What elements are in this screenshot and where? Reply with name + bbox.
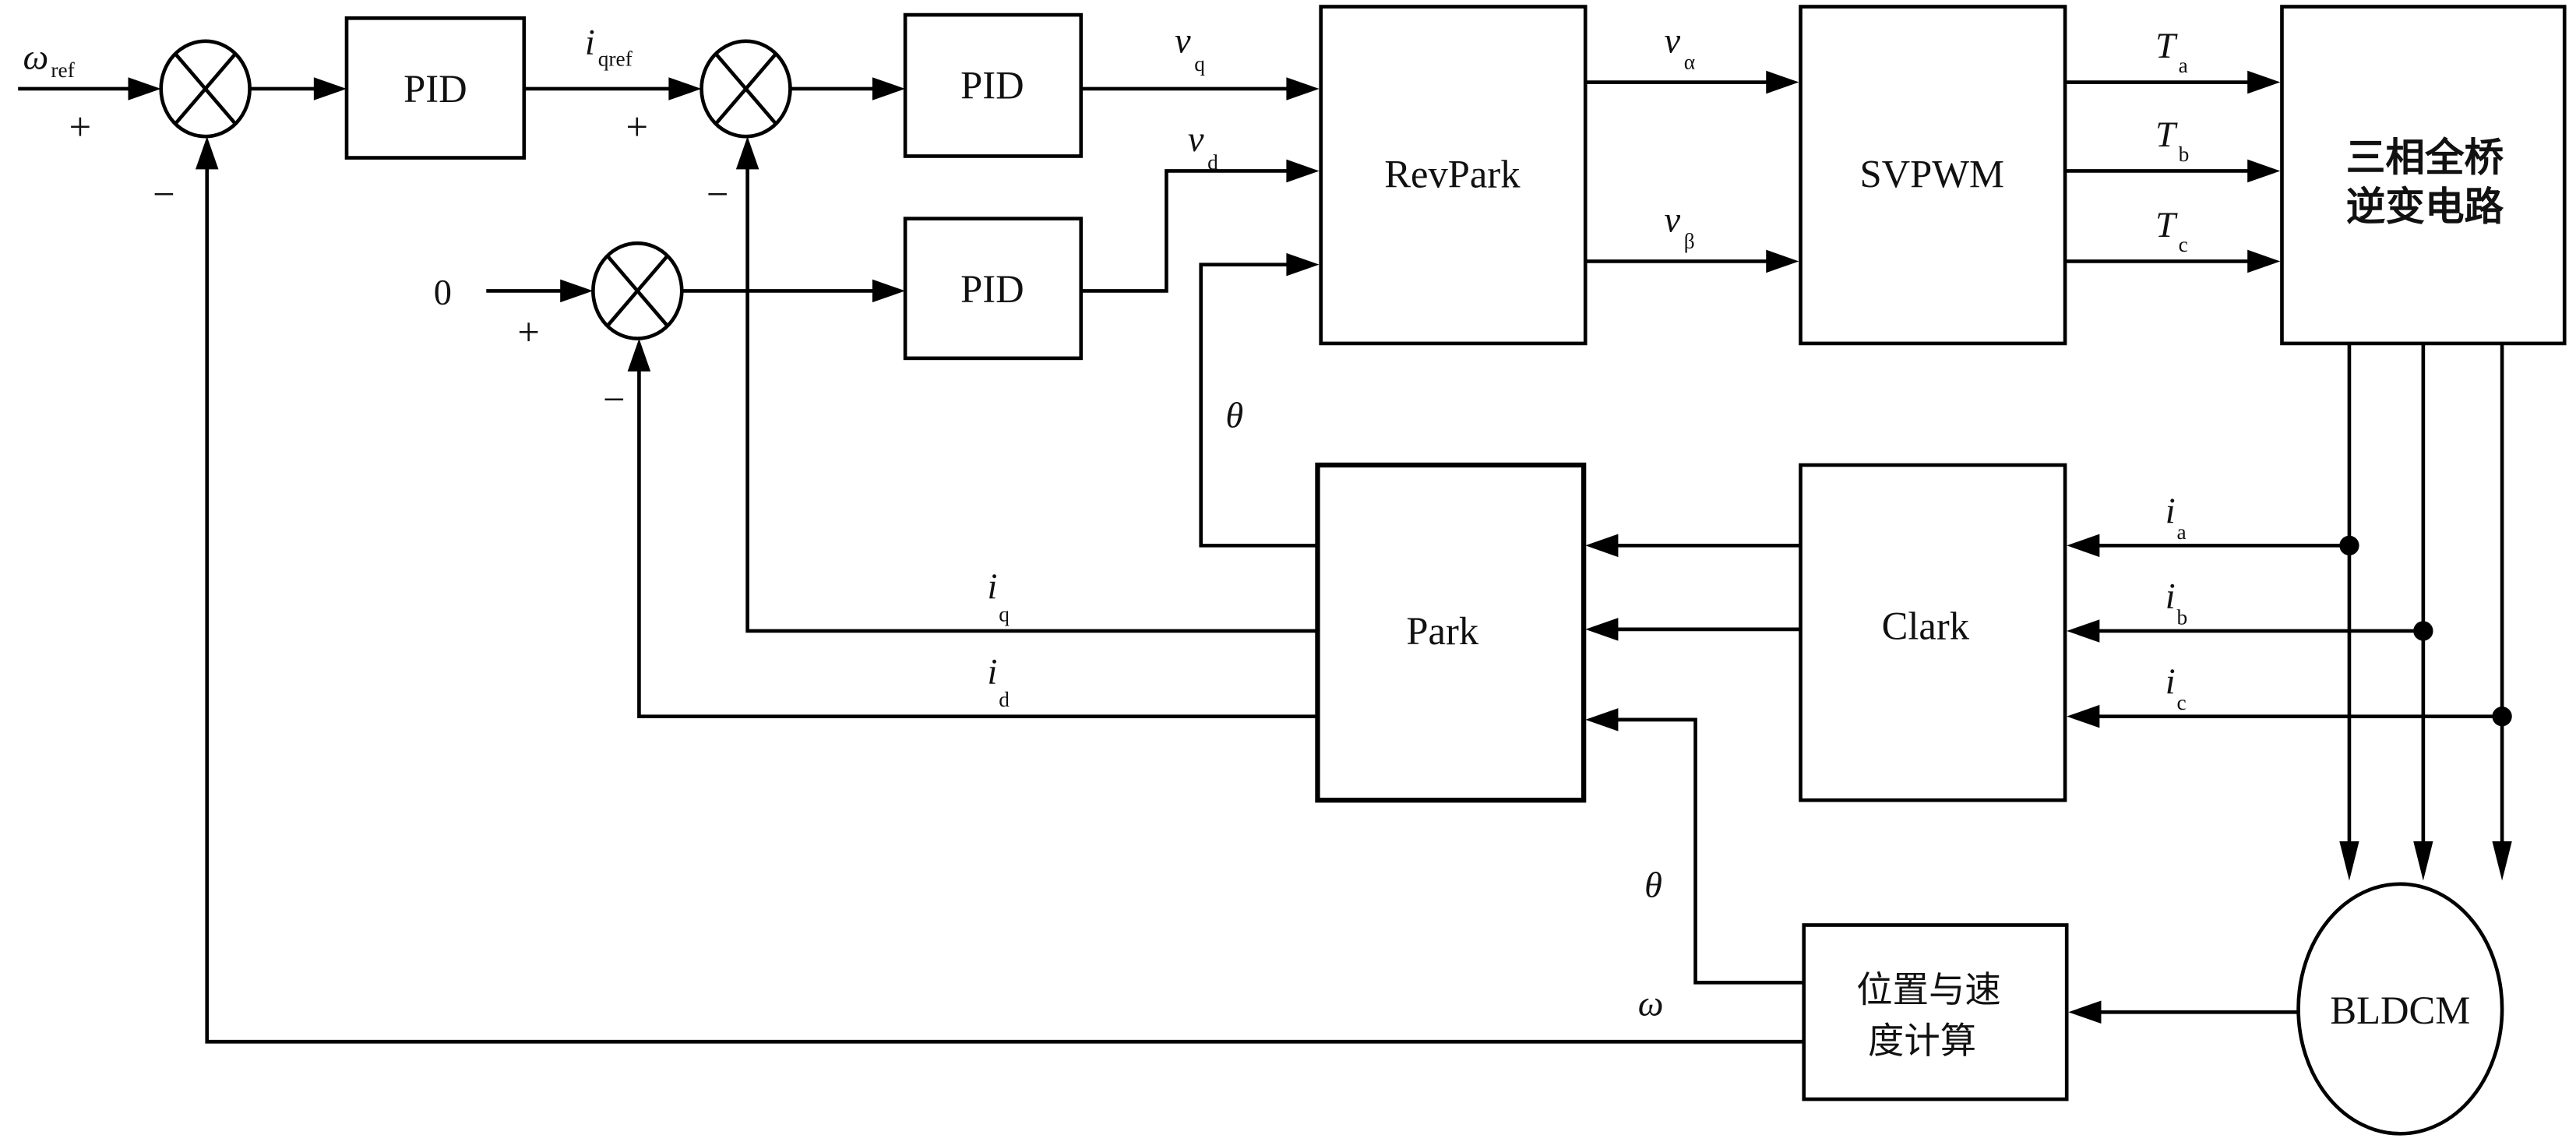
position-speed-label-line2: 度计算 [1868, 1020, 1976, 1062]
ia-main: i [2165, 492, 2176, 531]
signal-iq: i q [988, 567, 1010, 626]
tc-sub: c [2179, 233, 2188, 256]
signal-ib: i b [2165, 576, 2187, 629]
signal-ic: i c [2165, 662, 2187, 714]
sum-junction-speed [159, 39, 252, 139]
connections [18, 70, 2512, 1044]
ta-sub: a [2179, 54, 2188, 77]
position-speed-label-line1: 位置与速 [1856, 969, 2001, 1011]
pid-d-label: PID [960, 267, 1024, 311]
position-speed-block: 位置与速 度计算 [1802, 923, 2069, 1101]
svpwm-label: SVPWM [1859, 153, 2004, 196]
vq-sub: q [1194, 52, 1205, 76]
pid-speed-label: PID [403, 67, 467, 111]
inverter-label-line2: 逆变电路 [2346, 184, 2504, 230]
signal-tc: T c [2155, 206, 2188, 256]
iq-main: i [988, 567, 998, 607]
ib-main: i [2165, 576, 2176, 616]
zero-reference-label: 0 [434, 273, 452, 312]
sign-plus-speed: + [69, 104, 92, 148]
ta-main: T [2155, 26, 2178, 66]
clark-label: Clark [1882, 604, 1970, 648]
signal-vq: v q [1175, 22, 1205, 76]
sign-minus-q: − [707, 172, 729, 216]
tc-main: T [2155, 206, 2178, 245]
park-label: Park [1406, 609, 1478, 653]
pid-speed-block: PID [344, 16, 527, 160]
pid-d-block: PID [903, 217, 1084, 361]
sign-plus-d: + [517, 310, 540, 354]
omega-ref-main: ω [23, 38, 49, 78]
valpha-main: v [1664, 22, 1680, 62]
revpark-label: RevPark [1384, 153, 1521, 196]
park-block: Park [1315, 462, 1587, 803]
iq-sub: q [999, 602, 1010, 626]
signal-iqref: i qref [585, 23, 633, 71]
inverter-block: 三相全桥 逆变电路 [2280, 5, 2567, 346]
ia-sub: a [2176, 520, 2186, 544]
clark-block: Clark [1799, 463, 2067, 802]
inverter-label-line1: 三相全桥 [2346, 134, 2504, 180]
vd-sub: d [1207, 150, 1218, 174]
svpwm-block: SVPWM [1799, 5, 2067, 346]
id-main: i [988, 652, 998, 692]
theta-label-park: θ [1644, 866, 1662, 906]
omega-ref-sub: ref [51, 58, 75, 82]
signal-vbeta: v β [1664, 200, 1694, 252]
signal-ia: i a [2165, 492, 2187, 544]
signal-tb: T b [2155, 115, 2189, 166]
signal-vd: v d [1188, 120, 1218, 174]
theta-label-revpark: θ [1225, 396, 1243, 435]
valpha-sub: α [1684, 51, 1695, 74]
signal-ta: T a [2155, 26, 2188, 77]
revpark-block: RevPark [1319, 5, 1588, 346]
iqref-sub: qref [598, 47, 633, 70]
vbeta-main: v [1664, 200, 1680, 240]
signal-omega-ref: ω ref [23, 38, 76, 83]
sum-junction-d [591, 241, 684, 340]
signal-valpha: v α [1664, 22, 1695, 74]
sum-junction-q [700, 39, 792, 139]
id-sub: d [999, 688, 1010, 711]
vq-main: v [1175, 22, 1191, 62]
vbeta-sub: β [1684, 230, 1695, 253]
sign-minus-d: − [603, 377, 625, 421]
motor-label: BLDCM [2330, 989, 2470, 1032]
ic-main: i [2165, 662, 2176, 702]
omega-label: ω [1638, 984, 1664, 1024]
motor-bldcm: BLDCM [2296, 882, 2504, 1136]
iqref-main: i [585, 23, 595, 63]
sign-minus-speed: − [153, 172, 175, 216]
sign-plus-q: + [626, 104, 649, 148]
vd-main: v [1188, 120, 1204, 160]
ic-sub: c [2176, 691, 2186, 714]
tb-main: T [2155, 115, 2178, 155]
tb-sub: b [2179, 143, 2190, 166]
ib-sub: b [2176, 606, 2187, 629]
pid-q-block: PID [903, 12, 1084, 158]
pid-q-label: PID [960, 64, 1024, 108]
signal-id: i d [988, 652, 1010, 711]
